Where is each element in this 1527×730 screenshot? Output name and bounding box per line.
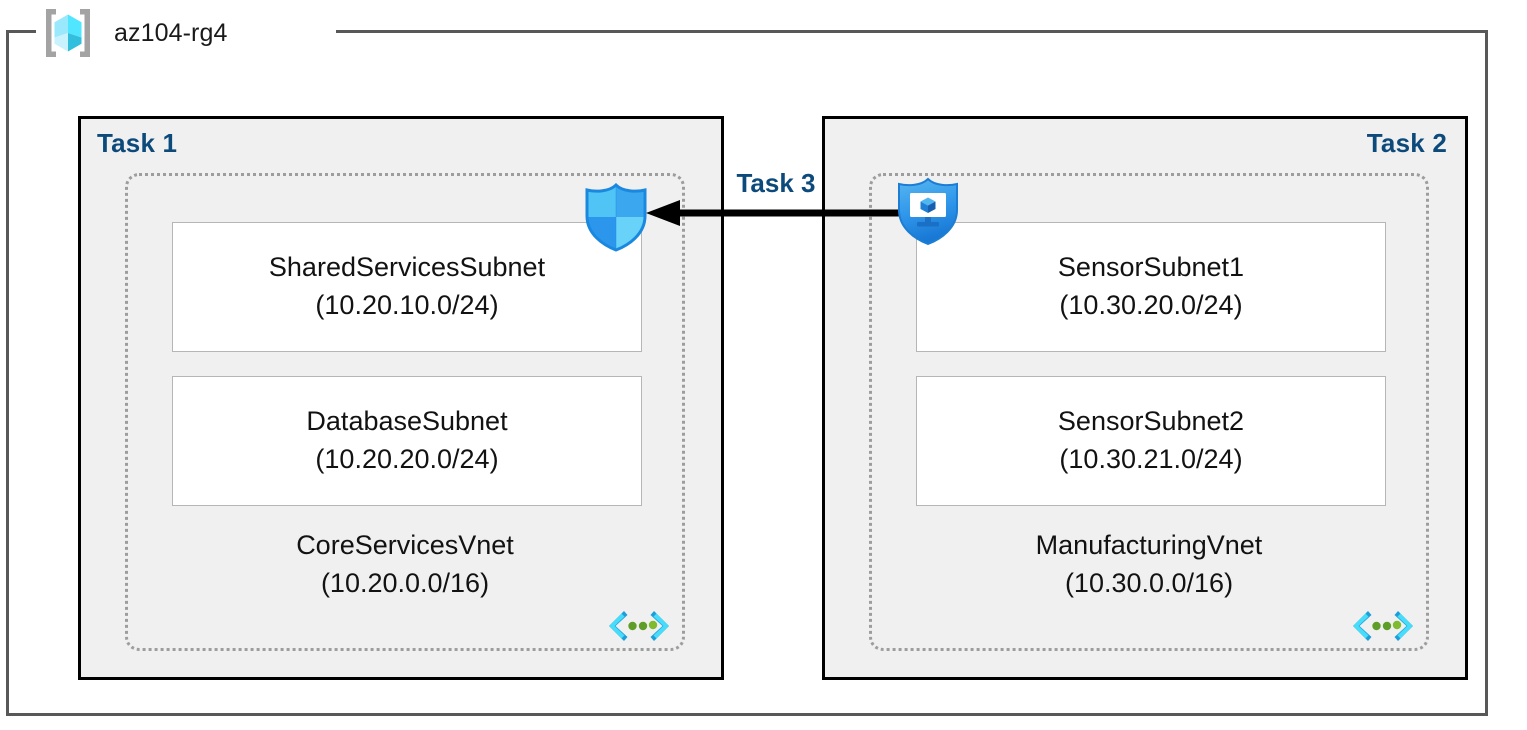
subnet-sensor-2: SensorSubnet2 (10.30.21.0/24) bbox=[916, 376, 1386, 506]
subnet-name: SharedServicesSubnet bbox=[268, 252, 546, 283]
task-3-arrow bbox=[640, 196, 912, 230]
network-security-group-icon bbox=[895, 176, 961, 246]
vnet-cidr: (10.20.0.0/16) bbox=[320, 567, 490, 598]
resource-group-title: az104-rg4 bbox=[108, 18, 234, 48]
task-3-label: Task 3 bbox=[736, 168, 816, 198]
vnet-name: ManufacturingVnet bbox=[1035, 530, 1263, 560]
subnet-name: SensorSubnet2 bbox=[1057, 406, 1245, 437]
virtual-network-icon bbox=[1350, 606, 1416, 646]
vnet-manufacturing-caption: ManufacturingVnet (10.30.0.0/16) bbox=[872, 528, 1426, 602]
subnet-cidr: (10.20.20.0/24) bbox=[315, 444, 499, 474]
subnet-database: DatabaseSubnet (10.20.20.0/24) bbox=[172, 376, 642, 506]
vnet-cidr: (10.30.0.0/16) bbox=[1064, 567, 1234, 598]
virtual-network-icon bbox=[606, 606, 672, 646]
subnet-cidr: (10.30.21.0/24) bbox=[1059, 444, 1243, 474]
task-2-label: Task 2 bbox=[1366, 128, 1447, 158]
subnet-cidr: (10.30.20.0/24) bbox=[1059, 290, 1243, 320]
subnet-name: DatabaseSubnet bbox=[306, 406, 508, 437]
vnet-core-services-caption: CoreServicesVnet (10.20.0.0/16) bbox=[128, 528, 682, 602]
firewall-shield-icon bbox=[583, 182, 649, 252]
subnet-sensor-1: SensorSubnet1 (10.30.20.0/24) bbox=[916, 222, 1386, 352]
subnet-cidr: (10.20.10.0/24) bbox=[315, 290, 499, 320]
resource-group-frame bbox=[6, 30, 1488, 716]
subnet-name: SensorSubnet1 bbox=[1057, 252, 1245, 283]
vnet-manufacturing: SensorSubnet1 (10.30.20.0/24) SensorSubn… bbox=[869, 173, 1429, 651]
task-1-label: Task 1 bbox=[97, 128, 178, 158]
vnet-name: CoreServicesVnet bbox=[296, 530, 514, 560]
resource-group-cube-icon bbox=[40, 6, 96, 60]
subnet-shared-services: SharedServicesSubnet (10.20.10.0/24) bbox=[172, 222, 642, 352]
resource-group-legend: az104-rg4 bbox=[40, 4, 234, 62]
